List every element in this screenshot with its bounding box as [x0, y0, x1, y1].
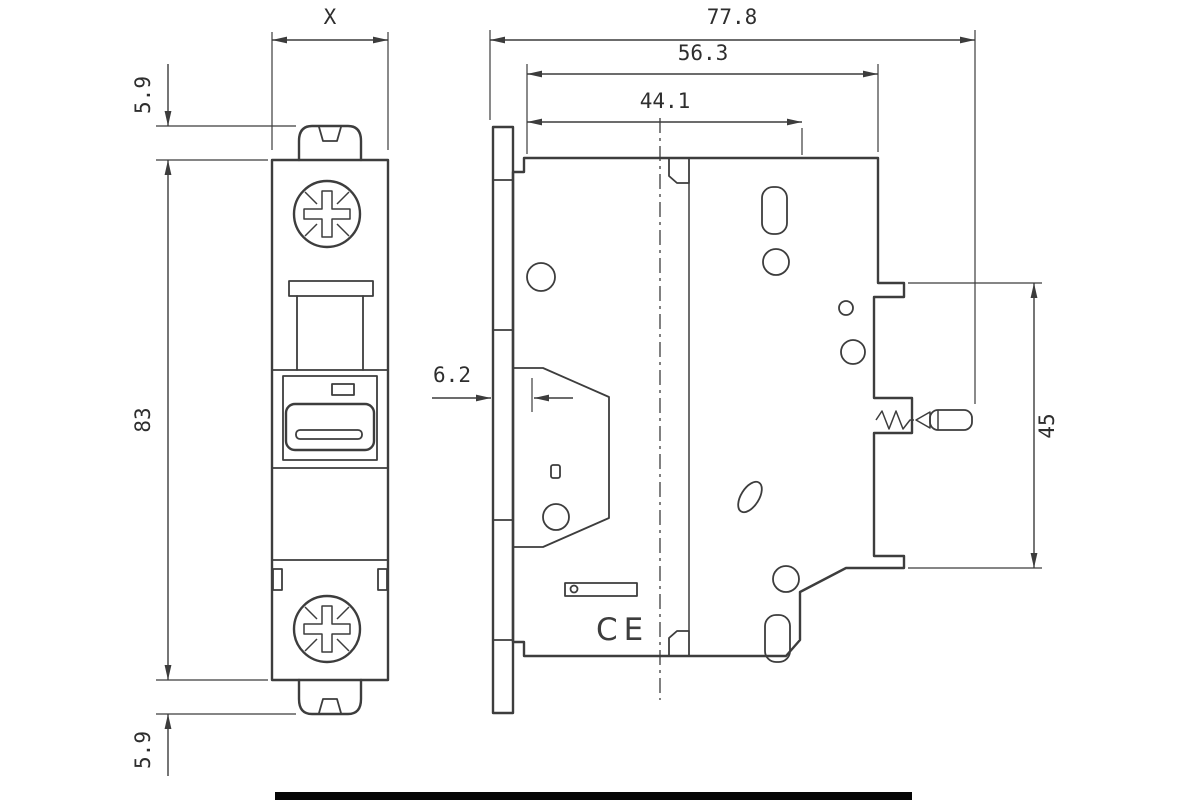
- vent-slot-bottom: [764, 614, 791, 663]
- front-left-tab: [272, 568, 283, 591]
- housing-notch-bottom: [668, 630, 690, 657]
- side-view: CE: [491, 118, 973, 715]
- dimension-front-offset: 6.2: [432, 363, 573, 412]
- dim-label-front-offset: 6.2: [433, 363, 471, 387]
- front-groove-lines: [296, 295, 364, 371]
- dimension-rail-height: 45: [908, 282, 1059, 569]
- small-slot: [550, 464, 561, 479]
- latch-slider: [929, 409, 973, 431]
- front-toggle-switch: [282, 375, 378, 461]
- front-label-window: [288, 280, 374, 297]
- front-top-clip: [297, 124, 363, 162]
- dimension-bottom-clip: 5.9: [131, 679, 296, 776]
- front-top-terminal-screw: [292, 179, 362, 249]
- latch-spring-icon: [875, 410, 914, 430]
- rivet-hole: [542, 503, 570, 531]
- dim-label-width: X: [324, 5, 337, 29]
- toggle-recess: [282, 375, 378, 461]
- dim-label-body-height: 83: [131, 407, 155, 432]
- rivet-hole: [840, 339, 866, 365]
- rivet-hole: [772, 565, 800, 593]
- toggle-handle: [284, 402, 376, 452]
- dimension-width-x: X: [271, 5, 389, 150]
- dim-label-bottom-clip: 5.9: [131, 731, 155, 769]
- dimension-top-clip: 5.9: [131, 64, 296, 161]
- side-body-outline: [511, 156, 914, 658]
- front-right-tab: [377, 568, 388, 591]
- dim-label-rail-height: 45: [1035, 413, 1059, 438]
- latch-hook-tip: [915, 411, 931, 429]
- screw-head-circle: [292, 179, 362, 249]
- rivet-hole: [762, 248, 790, 276]
- bottom-divider-bar: [275, 792, 912, 800]
- dim-label-top-clip: 5.9: [131, 76, 155, 114]
- pozidriv-diagonals-icon: [304, 606, 350, 652]
- dim-label-upper-depth: 56.3: [678, 41, 729, 65]
- dim-label-total-depth: 77.8: [707, 5, 758, 29]
- toggle-stop: [331, 383, 355, 396]
- toggle-handle-slot: [295, 429, 363, 440]
- label-slot: [564, 582, 638, 597]
- screw-head-circle: [292, 594, 362, 664]
- front-bottom-terminal-screw: [292, 594, 362, 664]
- pozidriv-diagonals-icon: [304, 191, 350, 237]
- side-front-panel-strip: [491, 125, 515, 715]
- angled-slot: [737, 480, 763, 514]
- small-hole: [838, 300, 854, 316]
- dimension-inner-depth: 44.1: [527, 89, 803, 155]
- ce-marking: CE: [596, 612, 649, 648]
- din-rail-latch: [875, 409, 973, 431]
- front-view: [270, 124, 390, 716]
- pozidriv-cross-icon: [303, 190, 351, 238]
- housing-notch-top: [668, 157, 690, 184]
- dim-label-inner-depth: 44.1: [640, 89, 691, 113]
- dimension-total-depth: 77.8: [489, 5, 976, 404]
- rivet-hole: [526, 262, 556, 292]
- pozidriv-cross-icon: [303, 605, 351, 653]
- front-bottom-clip: [297, 678, 363, 716]
- side-recess-profile: [512, 367, 610, 548]
- vent-slot-top: [761, 186, 788, 235]
- front-body-outline: [270, 158, 390, 682]
- label-slot-dot: [569, 584, 579, 594]
- dimension-upper-depth: 56.3: [526, 41, 879, 154]
- dimension-body-height: 83: [131, 160, 172, 680]
